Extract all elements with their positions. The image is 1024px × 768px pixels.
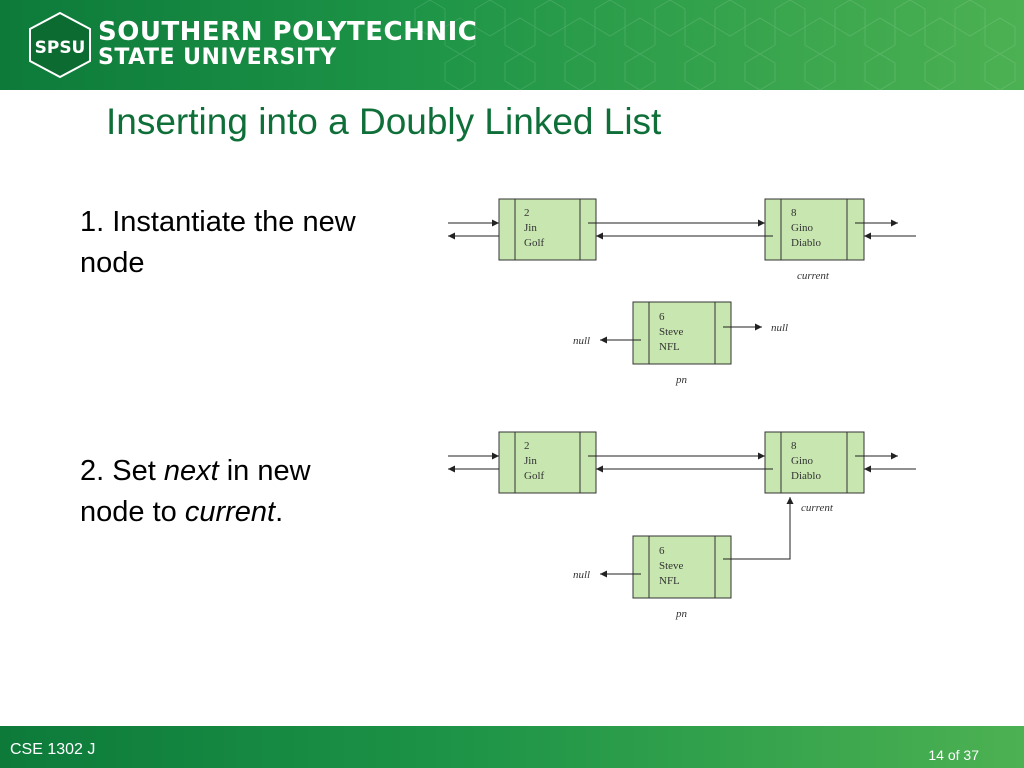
spsu-logo: SPSU xyxy=(29,12,91,78)
node-gino-2-sport: Diablo xyxy=(791,470,821,482)
brand-line-2: STATE UNIVERSITY xyxy=(98,45,337,70)
node-jin-2: 2 Jin Golf xyxy=(498,431,597,494)
node-jin-id: 2 xyxy=(524,207,530,219)
step-2-current: current xyxy=(184,496,276,528)
diagram-step-1: 2 Jin Golf 8 Gino Diablo current 6 Steve xyxy=(448,198,916,386)
page-number: 14 of 37 xyxy=(928,747,979,763)
brand-line-1: SOUTHERN POLYTECHNIC xyxy=(98,17,478,47)
label-null-next-1: null xyxy=(771,322,788,334)
step-2-text: 2. Set next in new node to current. xyxy=(80,451,380,533)
node-jin-sport: Golf xyxy=(524,237,545,249)
label-null-prev-2: null xyxy=(573,569,590,581)
diagram-step-2: 2 Jin Golf 8 Gino Diablo current 6 Steve… xyxy=(448,431,916,620)
node-steve-2: 6 Steve NFL xyxy=(632,535,732,599)
arrow-steve-next-to-current xyxy=(723,497,794,560)
footer-bar: CSE 1302 J 14 of 37 xyxy=(0,726,1024,768)
node-gino-sport: Diablo xyxy=(791,237,821,249)
label-null-prev-1: null xyxy=(573,335,590,347)
node-gino-2-id: 8 xyxy=(791,440,797,452)
node-steve-1: 6 Steve NFL xyxy=(632,301,732,365)
node-gino-id: 8 xyxy=(791,207,797,219)
node-jin-name: Jin xyxy=(524,222,537,234)
label-pn-1: pn xyxy=(675,374,688,386)
logo-text: SPSU xyxy=(35,38,86,58)
node-jin-2-id: 2 xyxy=(524,440,530,452)
node-steve-2-name: Steve xyxy=(659,560,684,572)
step-2-next: next xyxy=(163,455,219,487)
node-jin-2-name: Jin xyxy=(524,455,537,467)
hexagon-pattern xyxy=(414,0,1016,90)
node-steve-2-id: 6 xyxy=(659,545,665,557)
step-1-text: 1. Instantiate the new node xyxy=(80,206,356,279)
step-2-suffix: . xyxy=(275,496,284,528)
node-steve-2-sport: NFL xyxy=(659,575,680,587)
node-steve-1-name: Steve xyxy=(659,326,684,338)
linked-list-diagram: 2 Jin Golf 8 Gino Diablo current 6 Steve xyxy=(448,198,916,620)
header-bar: SPSU SOUTHERN POLYTECHNIC STATE UNIVERSI… xyxy=(0,0,1024,90)
course-label: CSE 1302 J xyxy=(10,741,96,758)
step-2-middle: in new node to xyxy=(80,455,311,528)
node-steve-1-sport: NFL xyxy=(659,341,680,353)
node-gino-2: 8 Gino Diablo xyxy=(764,431,865,494)
node-jin: 2 Jin Golf xyxy=(498,198,597,261)
node-gino: 8 Gino Diablo xyxy=(764,198,865,261)
label-current-1: current xyxy=(797,270,830,282)
step-2-prefix: 2. Set xyxy=(80,455,164,487)
slide-title: Inserting into a Doubly Linked List xyxy=(106,101,662,142)
label-current-2: current xyxy=(801,502,834,514)
node-steve-1-id: 6 xyxy=(659,311,665,323)
node-jin-2-sport: Golf xyxy=(524,470,545,482)
node-gino-name: Gino xyxy=(791,222,814,234)
label-pn-2: pn xyxy=(675,608,688,620)
node-gino-2-name: Gino xyxy=(791,455,814,467)
